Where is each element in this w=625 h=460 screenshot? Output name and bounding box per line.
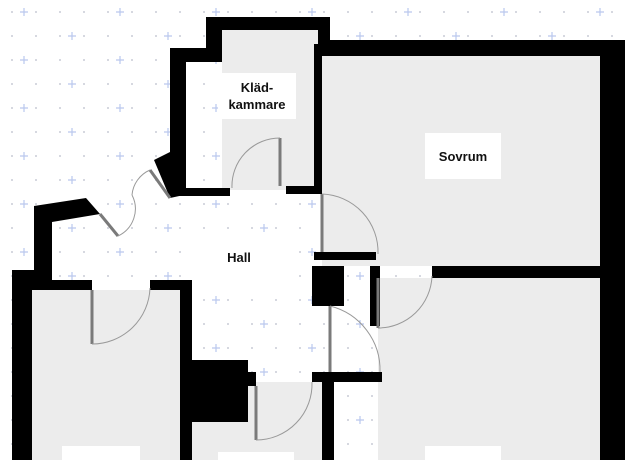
room-label-sovrum: Sovrum bbox=[425, 133, 501, 179]
room-label-hall: Hall bbox=[200, 234, 278, 280]
doors bbox=[90, 137, 433, 441]
floor-bottom-right bbox=[378, 278, 600, 460]
door-leaf bbox=[148, 169, 172, 199]
door-swing bbox=[321, 193, 379, 255]
room-label-bottom-middle bbox=[218, 452, 294, 460]
door-swing bbox=[329, 305, 381, 373]
room-label-kladkammare: Kläd- kammare bbox=[218, 73, 296, 119]
outer-walls bbox=[12, 17, 625, 460]
interior-walls bbox=[32, 44, 600, 460]
room-label-bottom-right bbox=[425, 446, 501, 460]
door-leaf bbox=[98, 213, 120, 237]
door-swing bbox=[131, 169, 151, 196]
floors bbox=[32, 30, 600, 460]
door-swing bbox=[91, 287, 151, 345]
door-swing bbox=[377, 275, 433, 329]
door-swing bbox=[255, 381, 313, 441]
door-swing bbox=[231, 137, 281, 189]
room-label-line: Hall bbox=[227, 249, 251, 265]
room-label-line: kammare bbox=[228, 97, 286, 112]
room-label-line: Kläd- bbox=[240, 80, 274, 95]
door-swing bbox=[117, 194, 136, 237]
room-label-line: Sovrum bbox=[438, 148, 488, 164]
room-label-bottom-left bbox=[62, 446, 140, 460]
floor-bottom-left bbox=[32, 290, 184, 460]
